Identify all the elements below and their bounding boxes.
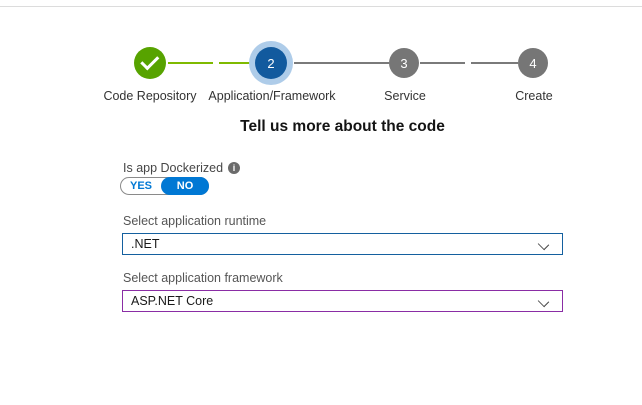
step-code-repository-circle[interactable] — [134, 47, 166, 79]
connector-step1-step2-b — [219, 62, 250, 64]
step-service-circle[interactable]: 3 — [389, 48, 419, 78]
step-number: 3 — [400, 55, 408, 71]
step-label-code-repository: Code Repository — [103, 89, 197, 103]
runtime-select-value: .NET — [131, 237, 160, 251]
connector-step2-step3 — [294, 62, 389, 64]
connector-step3-step4-a — [420, 62, 465, 64]
chevron-down-icon — [537, 238, 550, 251]
step-label-service: Service — [384, 89, 426, 103]
chevron-down-icon — [537, 295, 550, 308]
dockerized-toggle[interactable]: YES NO — [120, 177, 209, 195]
dockerized-toggle-no[interactable]: NO — [161, 177, 209, 195]
dockerized-toggle-yes[interactable]: YES — [129, 180, 152, 192]
step-number: 4 — [529, 55, 537, 71]
step-label-create: Create — [515, 89, 553, 103]
page-title: Tell us more about the code — [240, 118, 445, 135]
runtime-select[interactable]: .NET — [122, 233, 563, 255]
connector-step1-step2-a — [168, 62, 213, 64]
connector-step3-step4-b — [471, 62, 518, 64]
framework-select-value: ASP.NET Core — [131, 294, 214, 308]
info-icon[interactable]: i — [228, 162, 241, 174]
check-icon — [139, 51, 159, 71]
step-application-framework-circle[interactable]: 2 — [255, 47, 287, 79]
dockerized-label: Is app Dockerized — [123, 161, 224, 175]
framework-select[interactable]: ASP.NET Core — [122, 290, 563, 312]
runtime-label: Select application runtime — [123, 214, 267, 228]
dockerized-label-row: Is app Dockerized i — [123, 161, 241, 175]
step-create-circle[interactable]: 4 — [518, 48, 548, 78]
framework-label: Select application framework — [123, 271, 283, 285]
step-label-application-framework: Application/Framework — [208, 89, 336, 103]
top-divider — [0, 6, 642, 7]
step-number: 2 — [267, 55, 275, 71]
